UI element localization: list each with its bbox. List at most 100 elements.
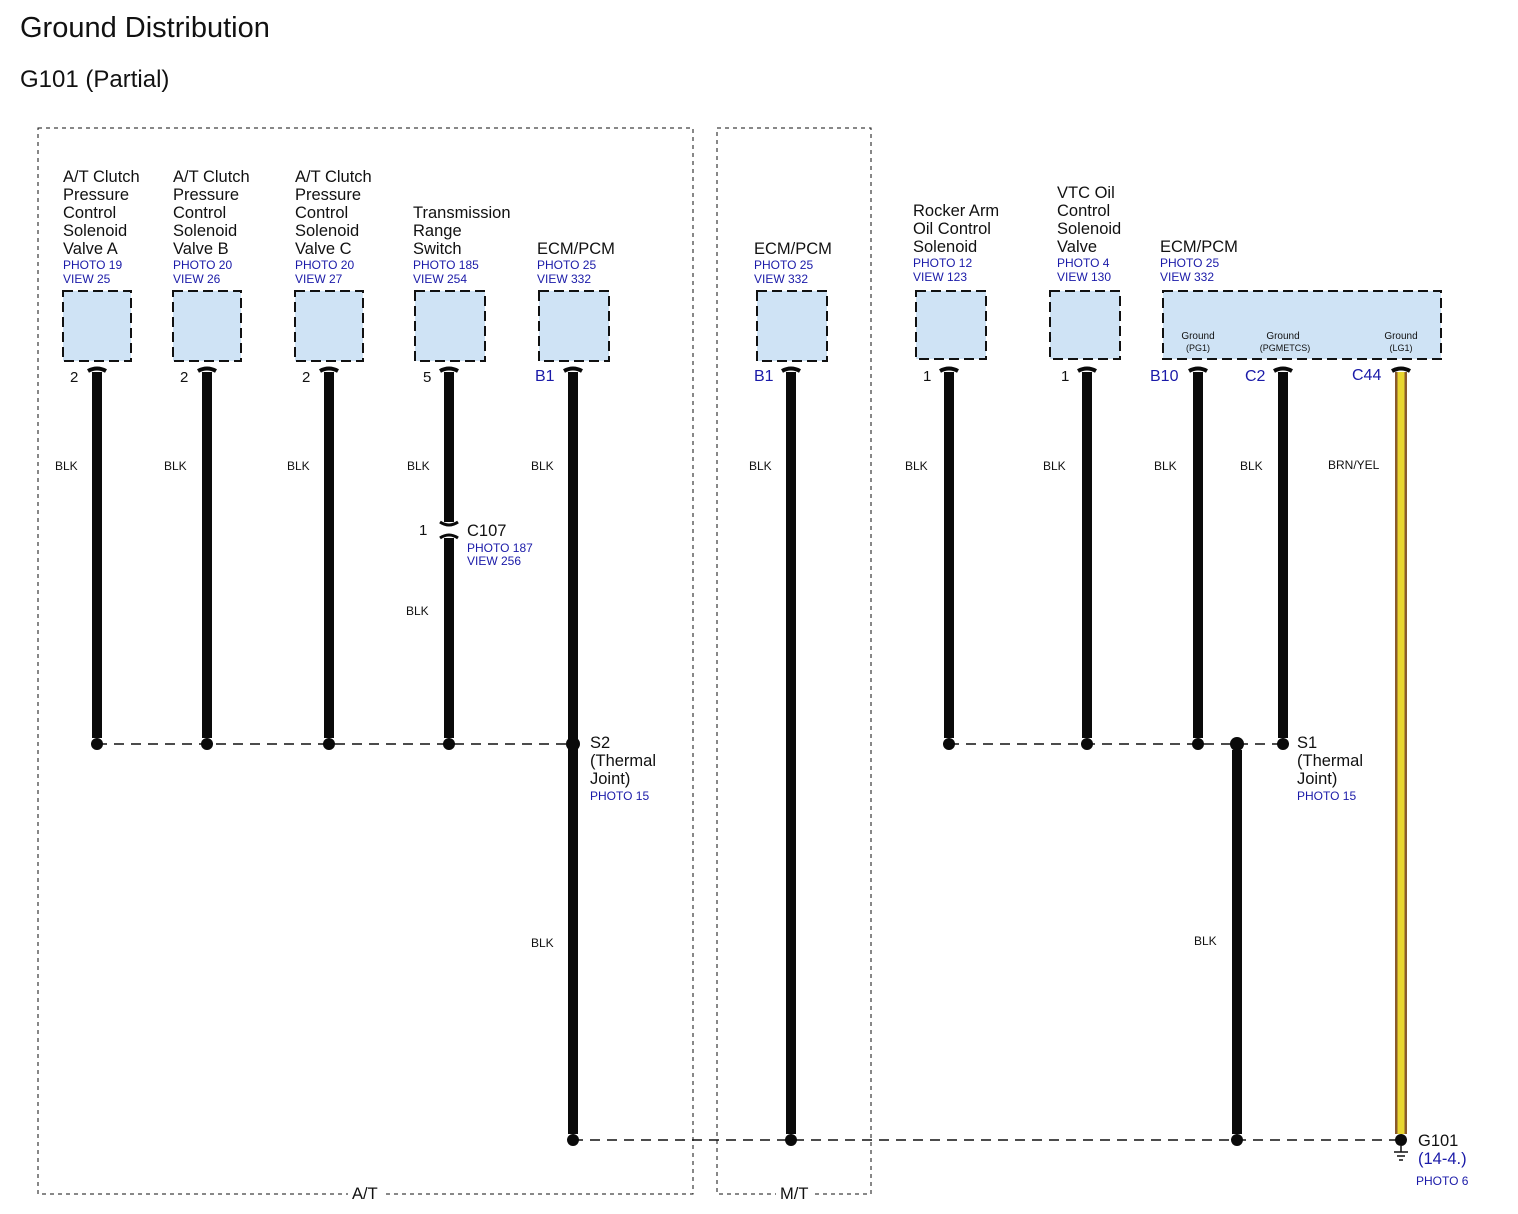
view-ref: VIEW 25 [63,272,111,286]
component-name-line: Transmission [413,204,511,222]
component-name-line: Switch [413,240,462,258]
terminal-label: Ground [1266,331,1299,342]
component-name-line: A/T Clutch [173,168,250,186]
wire-color-label: BLK [749,459,772,473]
wire-color-label: BRN/YEL [1328,458,1380,472]
wire-color-label: BLK [1043,459,1066,473]
splice-s2: S2 (Thermal Joint) PHOTO 15 [91,734,656,803]
component-name-line: Pressure [63,186,129,204]
view-ref: VIEW 332 [537,272,591,286]
component-name-line: Oil Control [913,220,991,238]
ground-bus [567,1134,1407,1146]
pin-number: B1 [535,368,555,385]
wire-color-label: BLK [531,459,554,473]
component-name-line: Valve [1057,238,1097,256]
wire-color-label: BLK [406,604,429,618]
component-at-clutch-valve-b: A/T Clutch Pressure Control Solenoid Val… [164,168,250,738]
component-name-line: A/T Clutch [63,168,140,186]
wire-color-label: BLK [287,459,310,473]
component-ecm-pcm-at: ECM/PCM PHOTO 25 VIEW 332 B1 BLK BLK [531,240,615,1134]
view-ref: VIEW 26 [173,272,221,286]
component-name-line: Valve B [173,240,229,258]
terminal-label: Ground [1384,331,1417,342]
component-name-line: Control [173,204,226,222]
splice-photo-ref: PHOTO 15 [1297,789,1356,803]
splice-label-line: (Thermal [590,752,656,770]
page-subtitle: G101 (Partial) [20,66,170,93]
photo-ref: PHOTO 19 [63,258,122,272]
ground-name: G101 [1418,1132,1458,1150]
photo-ref: PHOTO 12 [913,256,972,270]
splice-label-line: Joint) [590,770,630,788]
component-name-line: Rocker Arm [913,202,999,220]
component-name-line: A/T Clutch [295,168,372,186]
splice-photo-ref: PHOTO 15 [590,789,649,803]
component-name-line: Control [63,204,116,222]
component-name-line: Pressure [173,186,239,204]
ground-photo-ref: PHOTO 6 [1416,1174,1469,1188]
component-box [538,290,610,362]
wire-color-label: BLK [1154,459,1177,473]
component-name-line: Solenoid [295,222,359,240]
photo-ref: PHOTO 4 [1057,256,1110,270]
terminal-label: Ground [1181,331,1214,342]
component-name-line: Pressure [295,186,361,204]
wire-color-label: BLK [1240,459,1263,473]
component-name-line: VTC Oil [1057,184,1115,202]
ground-g101: G101 (14-4.) PHOTO 6 [1394,1132,1469,1188]
terminal-sub: (PGMETCS) [1260,343,1311,353]
component-box [1162,290,1442,360]
view-ref: VIEW 123 [913,270,967,284]
wire-color-label: BLK [55,459,78,473]
photo-ref: PHOTO 185 [413,258,479,272]
component-at-clutch-valve-c: A/T Clutch Pressure Control Solenoid Val… [287,168,372,738]
component-name-line: Control [295,204,348,222]
component-name-line: Valve C [295,240,352,258]
component-box [915,290,987,360]
pin-number: 5 [423,369,431,386]
view-ref: VIEW 332 [1160,270,1214,284]
connector-name: C107 [467,522,506,540]
splice-label-line: S2 [590,734,610,752]
component-vtc-oil-control-solenoid-valve: VTC Oil Control Solenoid Valve PHOTO 4 V… [1043,184,1121,738]
at-region [37,127,694,1195]
component-at-clutch-valve-a: A/T Clutch Pressure Control Solenoid Val… [55,168,140,738]
splice-label-line: (Thermal [1297,752,1363,770]
component-box [414,290,486,362]
photo-ref: PHOTO 20 [295,258,354,272]
wire-color-label: BLK [407,459,430,473]
connector-photo-ref: PHOTO 187 [467,541,533,555]
ground-ref[interactable]: (14-4.) [1418,1150,1467,1168]
component-box [62,290,132,362]
component-name-line: Solenoid [1057,220,1121,238]
pin-number: C44 [1352,367,1381,384]
at-region-label: A/T [352,1185,378,1203]
photo-ref: PHOTO 25 [754,258,813,272]
view-ref: VIEW 332 [754,272,808,286]
component-name-line: Control [1057,202,1110,220]
pin-number: B1 [754,368,774,385]
wire-color-label: BLK [1194,934,1217,948]
mt-region-label: M/T [780,1185,808,1203]
component-box [1049,290,1121,360]
page-title: Ground Distribution [20,12,270,44]
pin-number: 1 [1061,368,1069,385]
component-ecm-pcm-ground-terminals: ECM/PCM PHOTO 25 VIEW 332 Ground (PG1) G… [1150,238,1442,1134]
component-box [756,290,828,362]
component-name-line: Solenoid [913,238,977,256]
component-transmission-range-switch: Transmission Range Switch PHOTO 185 VIEW… [406,204,533,738]
connector-view-ref: VIEW 256 [467,554,521,568]
photo-ref: PHOTO 25 [537,258,596,272]
connector-c107-symbol [439,520,459,527]
connector-pin: 1 [419,522,427,539]
photo-ref: PHOTO 20 [173,258,232,272]
component-box [294,290,364,362]
splice-label-line: S1 [1297,734,1317,752]
terminal-sub: (LG1) [1389,343,1412,353]
pin-number: B10 [1150,368,1179,385]
wire-color-label: BLK [905,459,928,473]
photo-ref: PHOTO 25 [1160,256,1219,270]
pin-number: 2 [70,369,78,386]
pin-number: 1 [923,368,931,385]
